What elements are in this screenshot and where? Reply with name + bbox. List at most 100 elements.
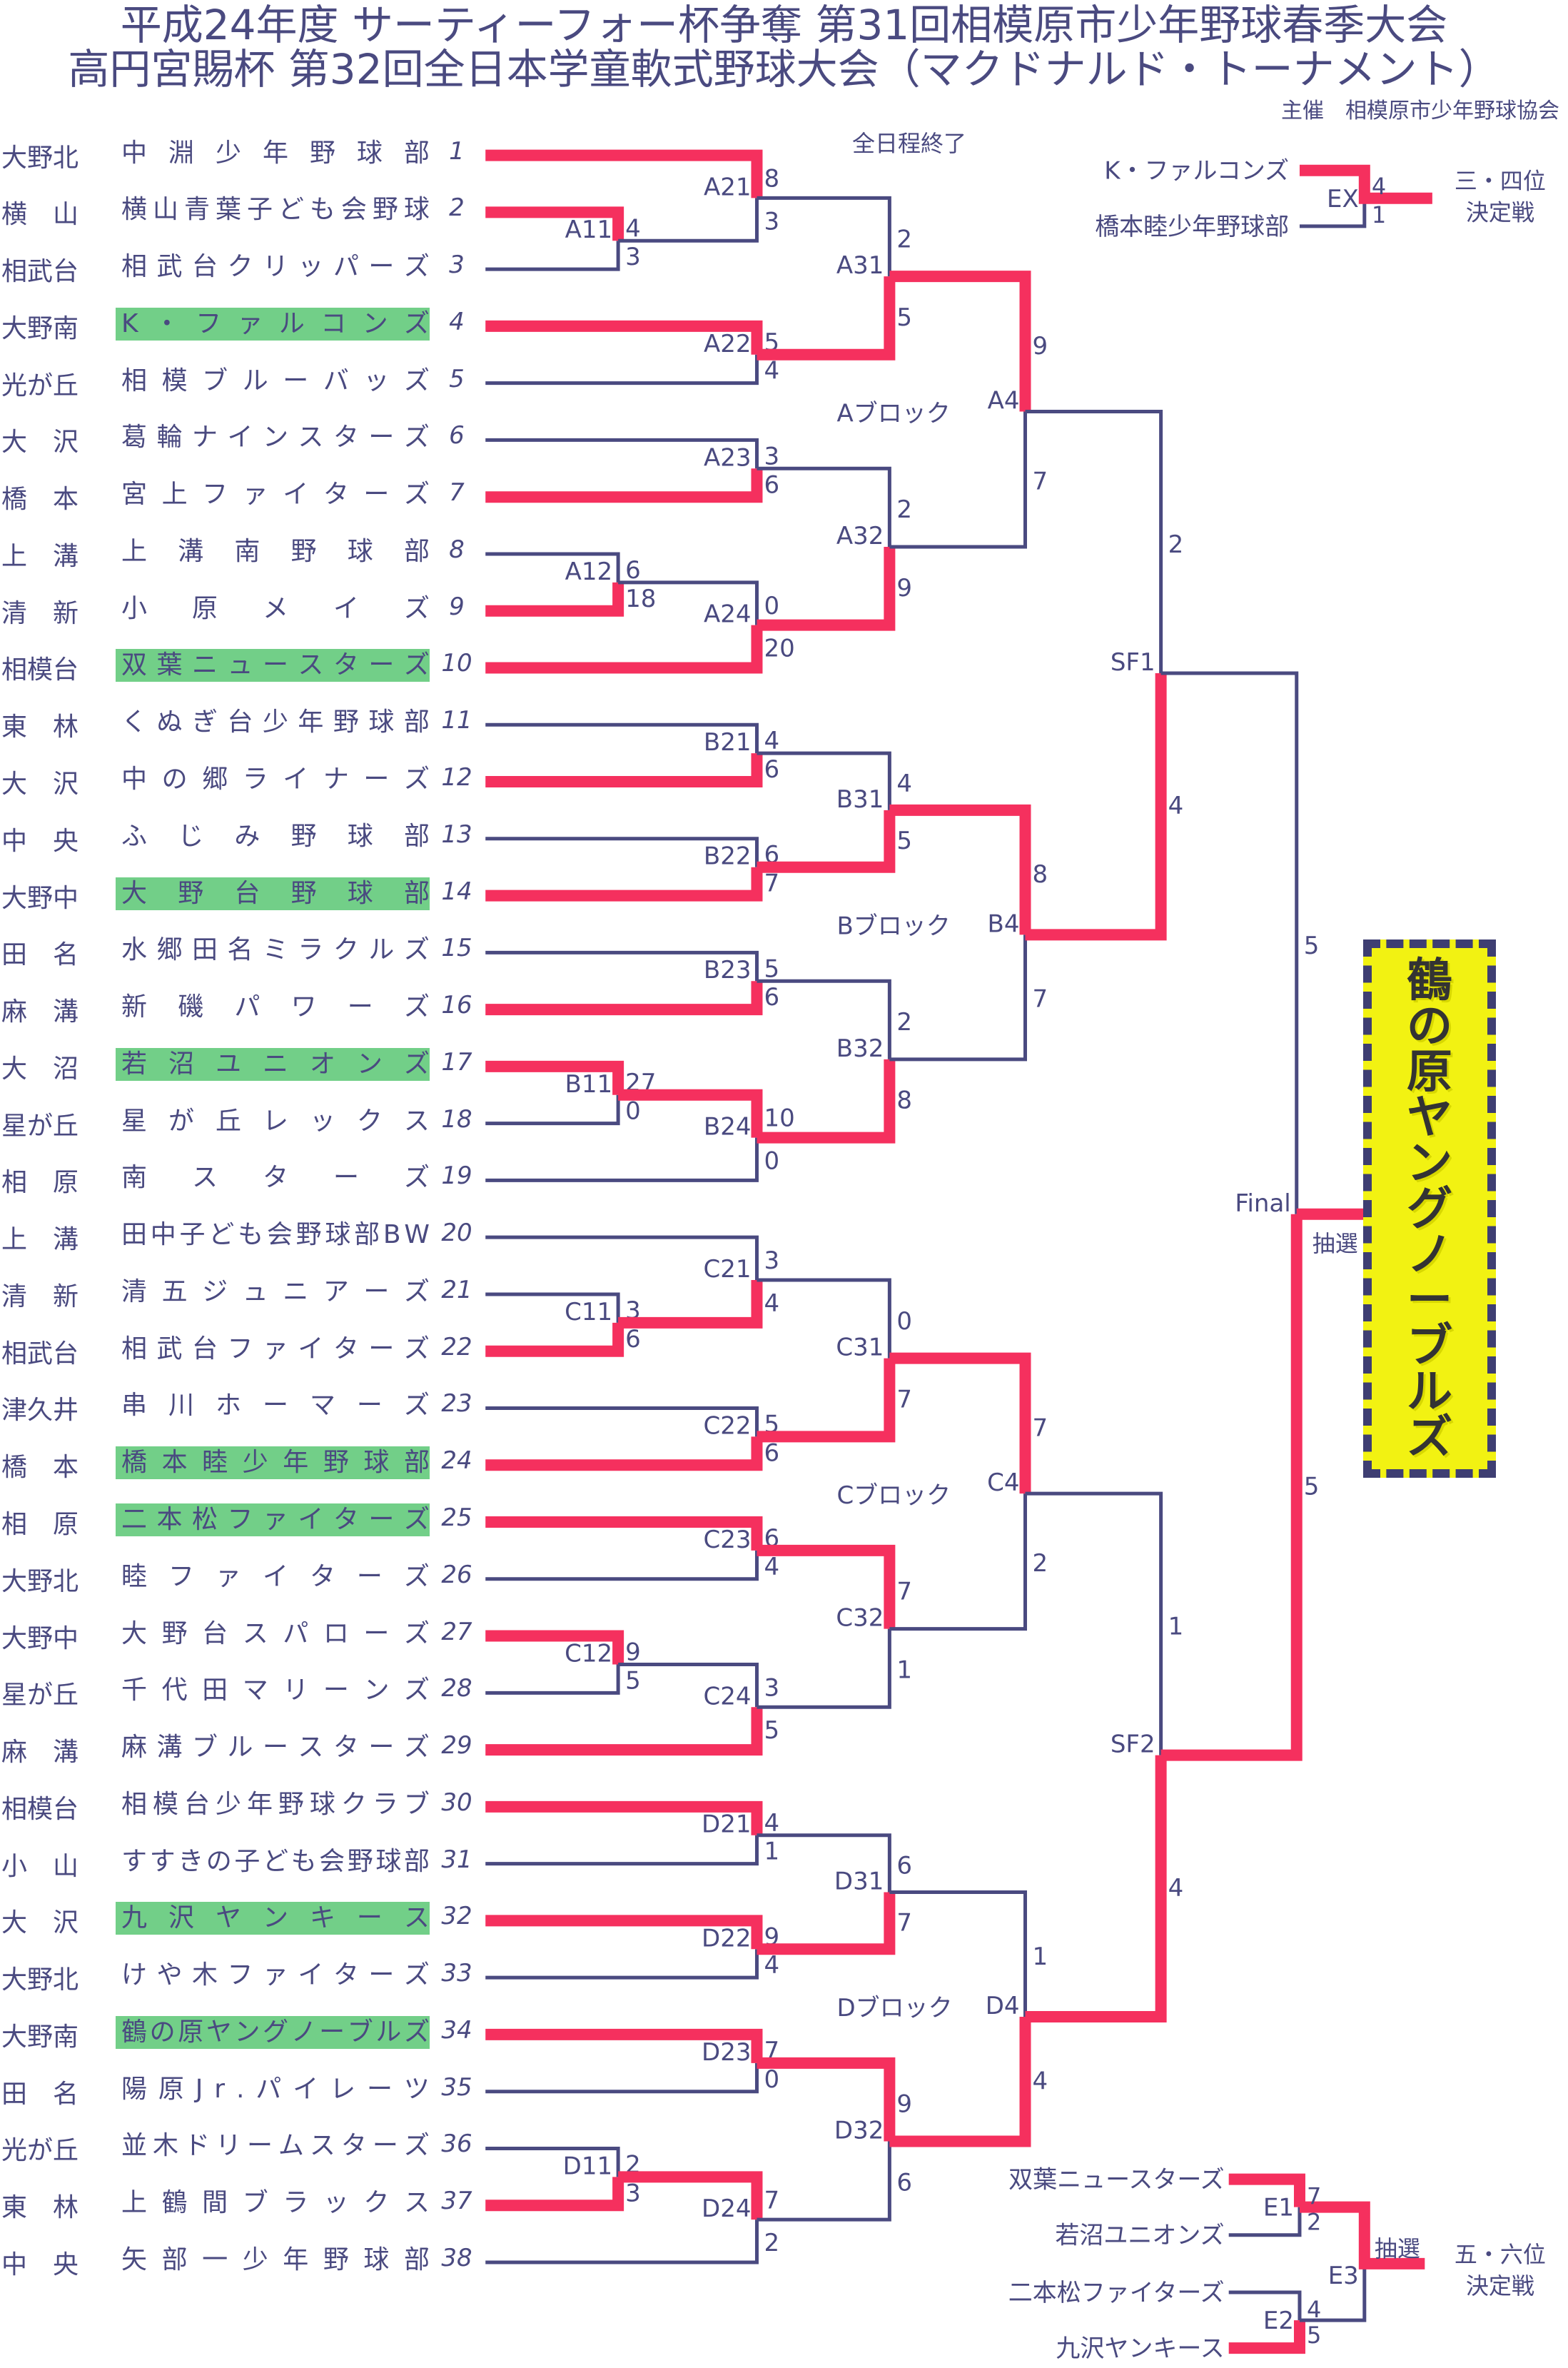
- team-area: 津久井: [1, 1396, 79, 1426]
- match-label: E2: [1263, 2307, 1294, 2335]
- score-bottom: 0: [764, 2065, 779, 2094]
- block-label: Cブロック: [836, 1481, 951, 1510]
- score-bottom: 4: [764, 1951, 779, 1980]
- champion-name-char: 原: [1407, 1046, 1452, 1099]
- score-top: 7: [1307, 2183, 1321, 2210]
- team-area: 相武台: [1, 1339, 79, 1369]
- winner-path: [485, 206, 624, 241]
- team-seed: 4: [449, 307, 465, 336]
- winner-path: [889, 2017, 1031, 2147]
- team-area: 相模台: [1, 1794, 79, 1824]
- loser-path: [757, 196, 891, 277]
- score-top: 2: [896, 495, 912, 524]
- team-area: 大野北: [1, 1566, 79, 1596]
- winner-path: [485, 867, 763, 902]
- team-area: 上 溝: [1, 541, 79, 571]
- score-top: 0: [764, 592, 779, 620]
- team-name: 矢部一少年野球部: [121, 2245, 430, 2274]
- winner-path: [485, 981, 763, 1016]
- title-line-1: 平成24年度 サーティーフォー杯争奪 第31回相模原市少年野球春季大会: [120, 1, 1448, 49]
- winner-path: [1299, 164, 1432, 204]
- team-name: けや木ファイターズ: [121, 1960, 430, 1990]
- match-label: B21: [704, 728, 752, 757]
- loser-path: [1025, 1491, 1163, 1755]
- team-area: 相 原: [1, 1510, 79, 1540]
- score-bottom: 0: [625, 1097, 641, 1126]
- team-name: 睦ファイターズ: [121, 1561, 430, 1591]
- loser-path: [1228, 2207, 1302, 2237]
- team-name: 横山青葉子ども会野球: [121, 195, 430, 225]
- team-name: 上鶴間ブラックス: [121, 2188, 430, 2218]
- match-label: C24: [703, 1682, 751, 1710]
- loser-path: [485, 1137, 759, 1182]
- score-bottom: 3: [625, 2179, 641, 2207]
- score-top: 7: [896, 1578, 912, 1606]
- match-label: D21: [702, 1810, 751, 1839]
- team-area: 大野中: [1, 883, 79, 913]
- score-top: 3: [764, 1246, 779, 1275]
- match-label: A32: [836, 522, 884, 550]
- third-place-team: 橋本睦少年野球部: [1095, 213, 1289, 241]
- score-bottom: 1: [896, 1656, 912, 1684]
- score-top: 2: [896, 1008, 912, 1037]
- loser-path: [485, 1550, 759, 1581]
- block-label: Bブロック: [836, 912, 950, 940]
- match-label: E1: [1263, 2194, 1294, 2222]
- team-name: 星が丘レックス: [121, 1106, 430, 1136]
- loser-path: [485, 1292, 620, 1323]
- score-bottom: 3: [764, 207, 779, 236]
- loser-path: [485, 722, 759, 754]
- winner-path: [757, 1892, 896, 1955]
- team-name: 大野台野球部: [116, 877, 430, 910]
- winner-path: [485, 1060, 624, 1095]
- loser-path: [1025, 410, 1163, 673]
- team-name: 中淵少年野球部: [121, 138, 430, 168]
- team-area: 東 林: [1, 2193, 79, 2223]
- winner-path: [618, 1280, 763, 1329]
- loser-path: [485, 1235, 759, 1281]
- loser-path: [485, 552, 620, 583]
- team-seed: 19: [441, 1162, 472, 1191]
- team-name: 相武台ファイターズ: [121, 1334, 430, 1364]
- match-label: A22: [704, 330, 752, 358]
- champion-name-char: ル: [1407, 1366, 1452, 1419]
- team-area: 清 新: [1, 598, 79, 628]
- team-name: 相武台クリッパーズ: [121, 252, 430, 282]
- score-bottom: 7: [764, 870, 779, 898]
- winner-path: [1025, 672, 1167, 941]
- team-area: 大野北: [1, 1965, 79, 1995]
- team-area: 田 名: [1, 940, 79, 970]
- team-name: 並木ドリームスターズ: [121, 2131, 430, 2161]
- winner-path: [485, 625, 763, 674]
- winner-path: [757, 276, 896, 361]
- team-seed: 17: [441, 1047, 472, 1077]
- team-area: 大 沢: [1, 1908, 79, 1938]
- match-label: SF2: [1111, 1730, 1155, 1759]
- loser-path: [485, 837, 759, 867]
- champion-name-char: グ: [1407, 1183, 1452, 1236]
- team-seed: 21: [441, 1275, 472, 1304]
- team-name: 新磯パワーズ: [121, 992, 430, 1022]
- score-bottom: 6: [764, 1439, 779, 1467]
- loser-path: [757, 979, 891, 1059]
- loser-path: [889, 1890, 1027, 2017]
- score-top: 5: [764, 954, 779, 983]
- winner-path: [485, 1915, 763, 1950]
- score-top: 8: [1033, 860, 1048, 889]
